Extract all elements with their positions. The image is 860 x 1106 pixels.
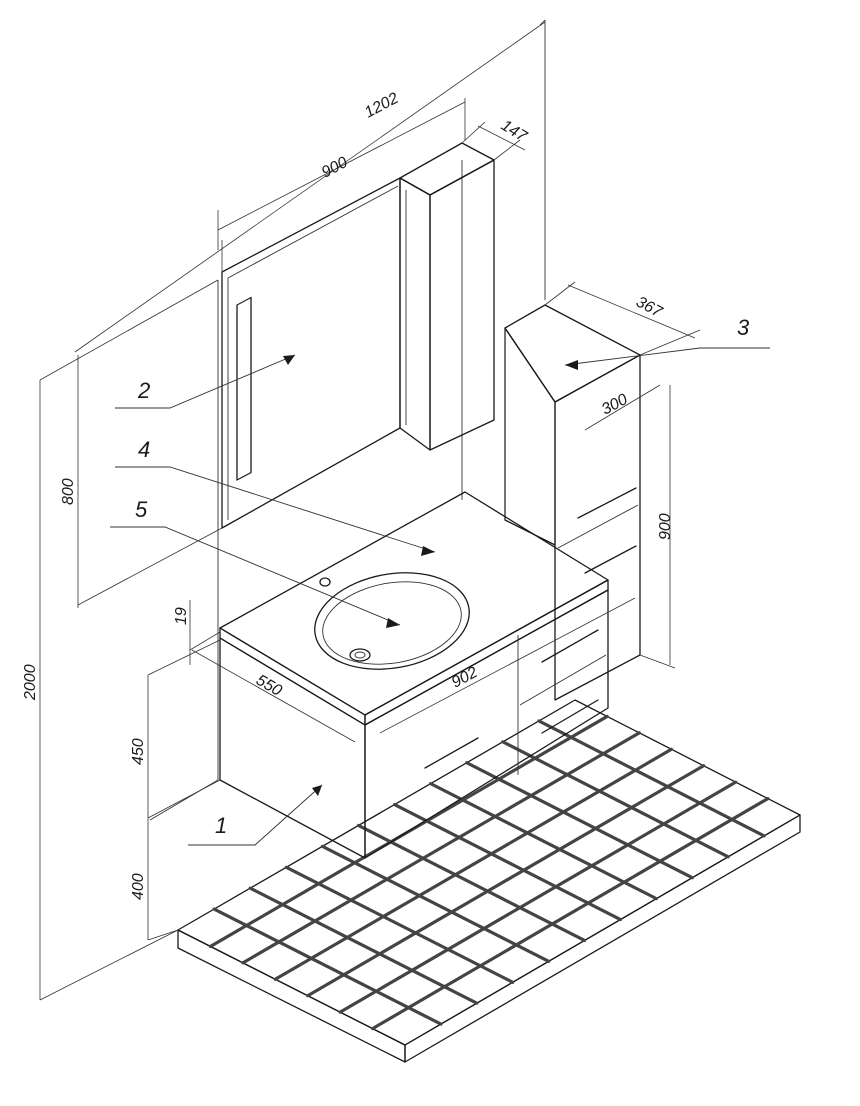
wall-outline — [149, 20, 546, 821]
tile-grid — [208, 714, 770, 1031]
tile-line — [370, 796, 770, 1031]
callout-2: 2 — [137, 378, 150, 403]
tile-line — [501, 740, 730, 859]
dim-19: 19 — [173, 607, 190, 625]
pencil-cabinet — [504, 304, 641, 701]
dim-300: 300 — [599, 391, 631, 419]
dim-367: 367 — [633, 294, 666, 322]
dim-902: 902 — [449, 664, 481, 692]
callout-5: 5 — [135, 497, 148, 522]
tile-line — [273, 747, 674, 981]
dim-900-top: 900 — [319, 154, 351, 182]
tile-line — [465, 761, 694, 880]
vanity-cabinet — [219, 589, 609, 859]
tile-line — [537, 719, 766, 838]
tile-line — [306, 764, 706, 998]
dim-1202: 1202 — [362, 90, 401, 122]
dim-550: 550 — [253, 672, 285, 700]
dim-400: 400 — [130, 873, 147, 900]
callout-1: 1 — [215, 813, 227, 838]
mirror-cabinet — [221, 142, 495, 529]
tile-line — [356, 823, 587, 943]
tile-line — [212, 907, 443, 1026]
dim-800: 800 — [60, 478, 77, 505]
callout-labels: 1 2 3 4 5 — [135, 315, 750, 838]
dimension-lines — [39, 19, 701, 1001]
tile-line — [284, 865, 515, 984]
tile-line — [338, 780, 738, 1014]
callout-4: 4 — [138, 437, 150, 462]
callout-3: 3 — [737, 315, 750, 340]
callout-leaders — [110, 347, 770, 846]
tile-line — [320, 844, 551, 963]
dim-450: 450 — [130, 738, 147, 765]
tile-line — [241, 731, 641, 965]
dim-147: 147 — [498, 117, 531, 146]
tile-line — [429, 782, 658, 901]
dim-2000: 2000 — [22, 664, 39, 701]
tile-line — [248, 886, 479, 1005]
floor-tile — [177, 699, 801, 1063]
dim-900-right: 900 — [657, 513, 674, 540]
tile-line — [392, 802, 623, 922]
